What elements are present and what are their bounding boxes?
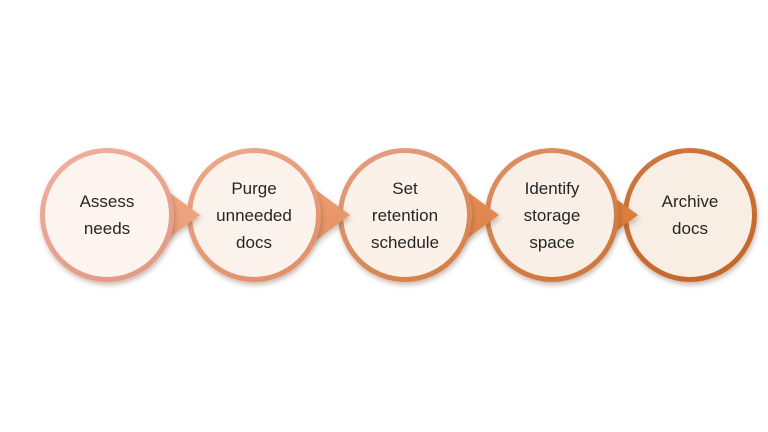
circle-fill: Purge unneeded docs [192, 153, 316, 277]
step-label: Set retention schedule [370, 178, 440, 252]
step-circle-assess-needs: Assess needs [40, 148, 174, 282]
circle-fill: Identify storage space [490, 153, 614, 277]
step-circle-purge-unneeded-docs: Purge unneeded docs [187, 148, 321, 282]
step-label: Identify storage space [523, 178, 581, 252]
step-circle-archive-docs: Archive docs [623, 148, 757, 282]
step-circle-set-retention-schedule: Set retention schedule [338, 148, 472, 282]
step-label: Purge unneeded docs [216, 178, 292, 252]
circle-border: Purge unneeded docs [187, 148, 321, 282]
circle-fill: Archive docs [628, 153, 752, 277]
step-label: Archive docs [661, 192, 719, 238]
circle-border: Set retention schedule [338, 148, 472, 282]
step-label: Assess needs [79, 192, 135, 238]
circle-border: Identify storage space [485, 148, 619, 282]
circle-fill: Assess needs [45, 153, 169, 277]
circle-border: Archive docs [623, 148, 757, 282]
circle-fill: Set retention schedule [343, 153, 467, 277]
circle-border: Assess needs [40, 148, 174, 282]
step-circle-identify-storage-space: Identify storage space [485, 148, 619, 282]
